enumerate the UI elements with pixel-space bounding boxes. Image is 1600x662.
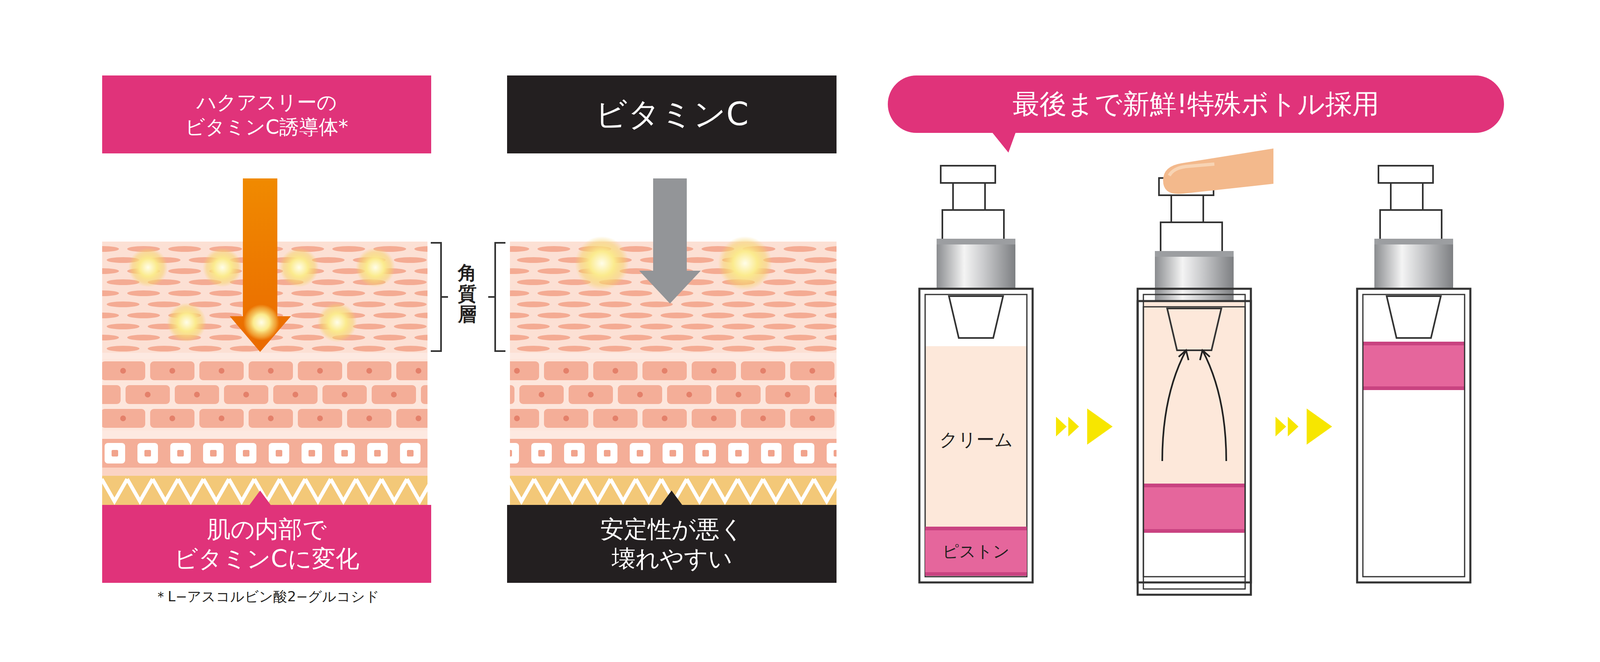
bottle <box>919 165 1033 583</box>
box-text: 肌の内部で ビタミンCに変化 <box>164 514 370 574</box>
bracket <box>430 242 506 352</box>
finger <box>1163 148 1274 195</box>
bottle <box>1357 165 1471 583</box>
footnote: ＊L−アスコルビン酸2−グルコシド <box>153 587 380 607</box>
box-text: ハクアスリーの ビタミンC誘導体* <box>151 89 382 140</box>
label-box: 安定性が悪く 壊れやすい <box>507 505 837 583</box>
box-text: クリーム <box>939 428 1013 451</box>
box-text: 安定性が悪く 壊れやすい <box>581 514 763 574</box>
cream-region: クリーム <box>925 352 1027 527</box>
box-text: ピストン <box>942 541 1010 562</box>
skin-middle <box>509 178 837 507</box>
label-box: ハクアスリーの ビタミンC誘導体* <box>102 75 432 154</box>
bottle <box>1137 178 1251 595</box>
layer-label: 角質層 <box>457 262 477 325</box>
label-box: 肌の内部で ビタミンCに変化 <box>102 505 432 583</box>
label-box: ビタミンC <box>507 75 837 154</box>
piston-box: ピストン <box>925 526 1027 576</box>
finger-nail <box>1169 164 1215 176</box>
step-arrow <box>1056 408 1333 445</box>
pointer <box>660 490 684 507</box>
box-text: ビタミンC <box>594 94 749 135</box>
pointer <box>248 490 272 507</box>
skin-left <box>102 178 428 507</box>
box-text: 最後まで新鮮!特殊ボトル採用 <box>1012 87 1380 122</box>
speech-bubble: 最後まで新鮮!特殊ボトル採用 <box>887 75 1504 133</box>
